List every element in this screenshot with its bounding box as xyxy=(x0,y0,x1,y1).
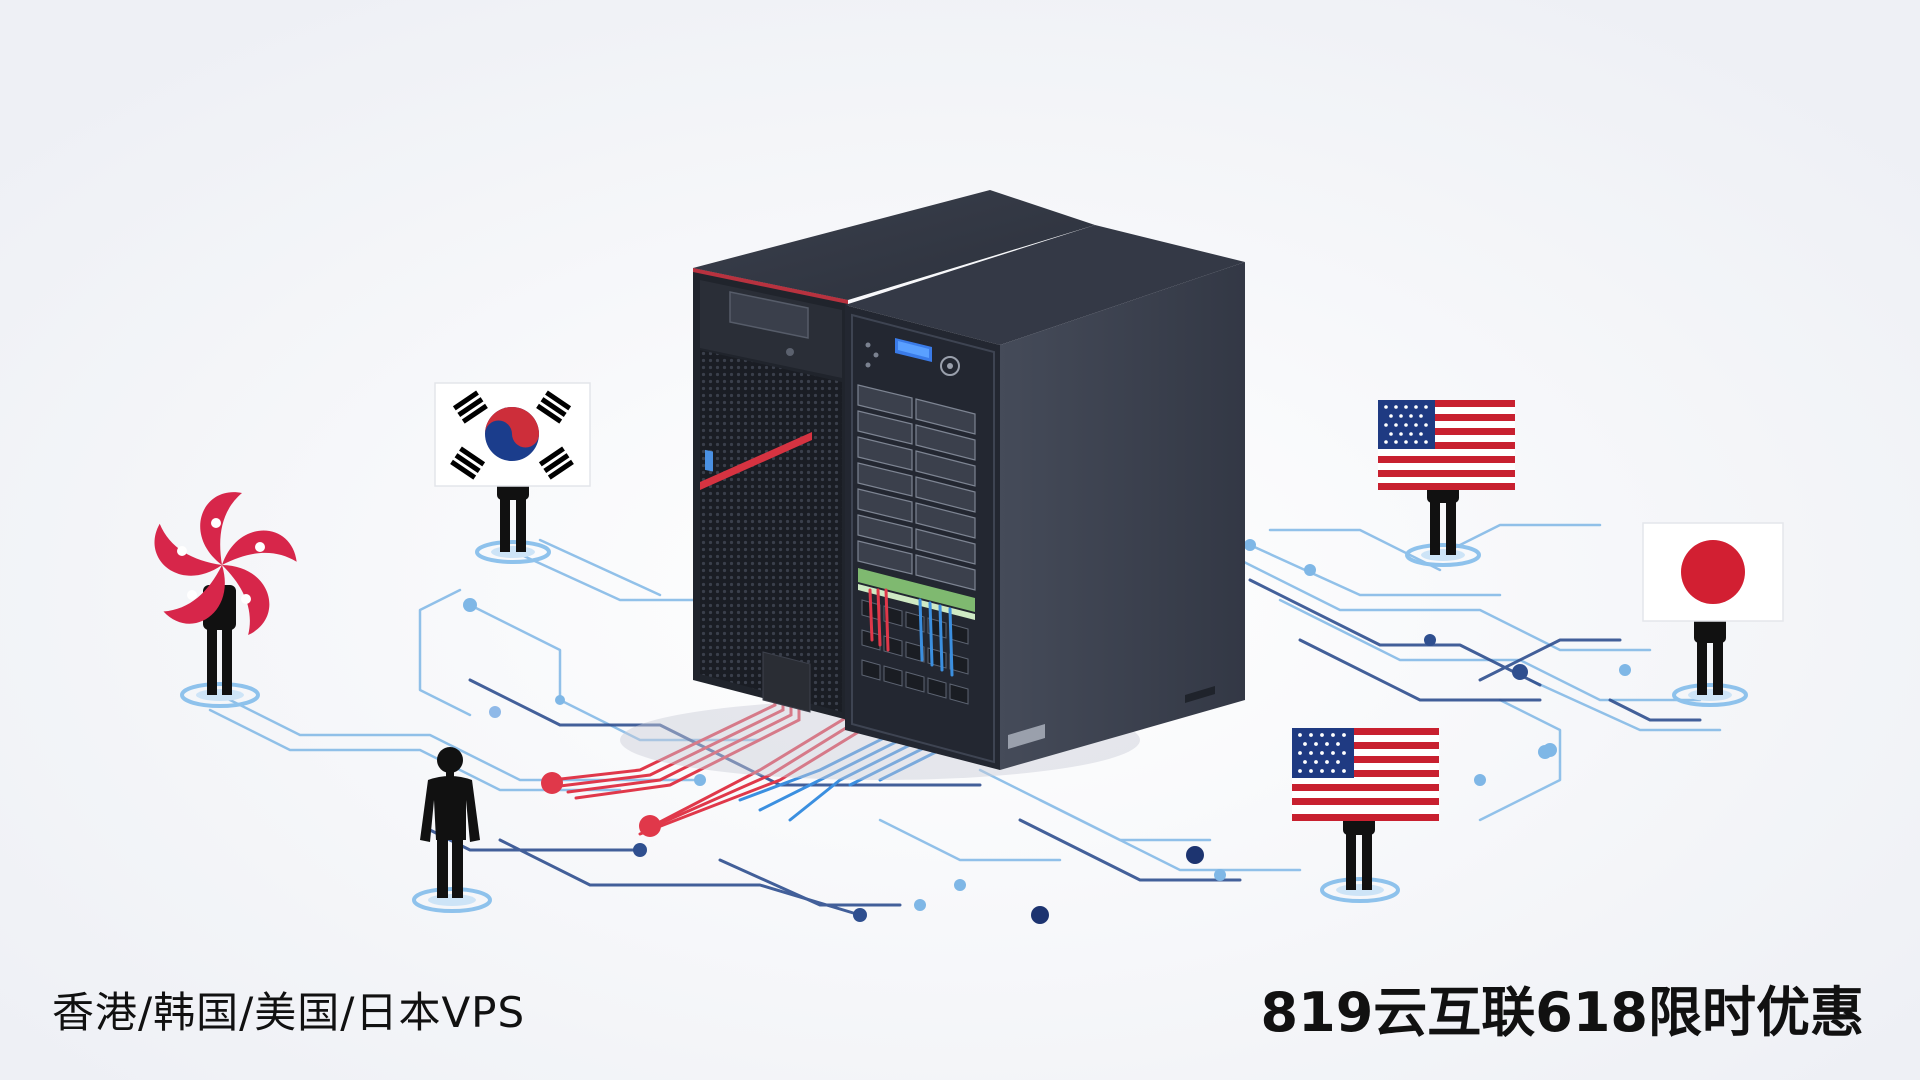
server-rack-right xyxy=(845,225,1245,770)
drive-bays xyxy=(857,384,976,591)
japan-flag xyxy=(1642,522,1784,622)
figure-usa-back xyxy=(1378,400,1515,567)
usa-flag xyxy=(1378,400,1515,490)
hong-kong-bauhinia-flag xyxy=(154,492,297,636)
figure-standing-person xyxy=(412,747,492,913)
server-tower-left xyxy=(693,190,1095,720)
red-cable-node xyxy=(639,815,661,837)
red-cable-node xyxy=(541,772,563,794)
caption-vps-regions: 香港/韩国/美国/日本VPS xyxy=(52,988,526,1037)
circuit-network xyxy=(208,523,1722,924)
usa-flag xyxy=(1292,728,1439,821)
figure-hong-kong xyxy=(154,492,297,708)
south-korea-flag xyxy=(434,382,591,487)
figure-usa-front xyxy=(1292,728,1439,903)
caption-promotion: 819云互联618限时优惠 xyxy=(1260,981,1864,1044)
figure-japan xyxy=(1642,522,1784,707)
figure-south-korea xyxy=(434,382,591,564)
